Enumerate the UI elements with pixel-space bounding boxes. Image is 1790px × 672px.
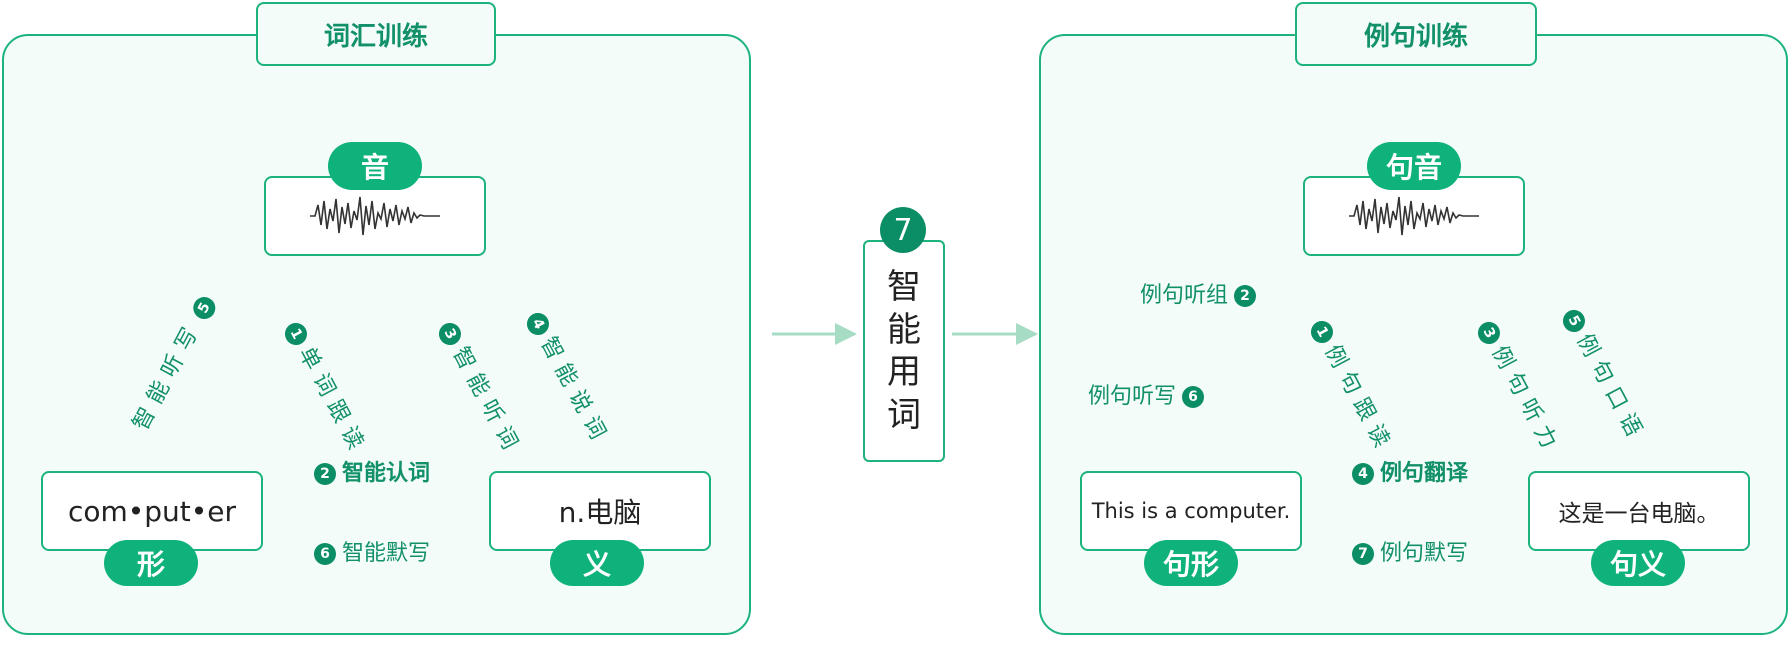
middle-char-3: 用 (887, 352, 921, 392)
middle-char-4: 词 (887, 394, 921, 435)
sentence-meaning-box: 这是一台电脑。 (1528, 471, 1750, 551)
vocab-label-recognize-text: 智能认词 (342, 461, 431, 486)
sentence-label-translate-num: 4 (1352, 463, 1374, 485)
waveform-icon (310, 196, 440, 236)
middle-box: 智 能 用 词 (863, 240, 945, 462)
sentence-label-listen-group-text: 例句听组 (1140, 283, 1229, 308)
vocab-label-write: 6 智能默写 (308, 543, 430, 565)
waveform-icon (1349, 196, 1479, 236)
middle-number-badge: 7 (880, 207, 926, 253)
sentence-title: 例句训练 (1295, 2, 1537, 66)
sentence-shape-box: This is a computer. (1080, 471, 1302, 551)
sentence-label-translate-text: 例句翻译 (1380, 461, 1469, 486)
middle-char-2: 能 (887, 309, 921, 350)
sentence-label-listen-write-text: 例句听写 (1088, 384, 1177, 409)
sentence-label-listen-group-num: 2 (1234, 285, 1257, 307)
vocab-label-recognize-num: 2 (314, 463, 336, 485)
sentence-shape-pill: 句形 (1144, 540, 1238, 586)
vocab-shape-pill: 形 (104, 540, 198, 586)
sentence-label-listen-write-num: 6 (1182, 386, 1205, 408)
vocab-sound-pill: 音 (328, 142, 422, 190)
sentence-label-translate: 4 例句翻译 (1346, 463, 1468, 485)
sentence-meaning-pill: 句义 (1591, 540, 1685, 586)
vocab-label-write-text: 智能默写 (342, 541, 431, 566)
vocab-title: 词汇训练 (256, 2, 496, 66)
vocab-meaning-pill: 义 (550, 540, 644, 586)
sentence-label-listen-write: 例句听写 6 (1088, 386, 1210, 408)
vocab-label-write-num: 6 (314, 543, 336, 565)
sentence-label-listen-group: 例句听组 2 (1140, 285, 1262, 307)
sentence-label-write-text: 例句默写 (1380, 541, 1469, 566)
vocab-label-recognize: 2 智能认词 (308, 463, 430, 485)
sentence-label-write-num: 7 (1352, 543, 1374, 565)
middle-char-1: 智 (887, 267, 921, 307)
sentence-label-write: 7 例句默写 (1346, 543, 1468, 565)
vocab-meaning-box: n.电脑 (489, 471, 711, 551)
sentence-sound-pill: 句音 (1367, 142, 1461, 190)
vocab-shape-box: com•put•er (41, 471, 263, 551)
